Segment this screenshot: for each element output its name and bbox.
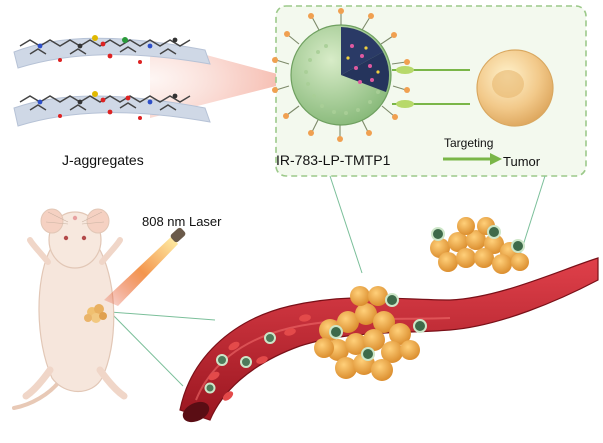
j-aggregate-structures [13,35,300,127]
laser-beam [104,236,178,306]
nanoparticle-label: IR-783-LP-TMTP1 [276,152,391,168]
tumor-label: Tumor [503,154,541,169]
laser-label: 808 nm Laser [142,214,222,229]
red-blood-cells [208,314,311,401]
tumor-cell [476,49,554,127]
laser-device [104,227,186,306]
mouse [12,208,128,410]
targeting-ligands [392,66,470,108]
zoom-connector-lines [109,175,546,387]
nanoparticle-panel [272,5,587,177]
targeting-arrow [443,153,502,165]
targeting-label: Targeting [444,136,494,150]
tumor-mass-upper [430,217,529,274]
circulating-nanoparticles [204,332,276,394]
tumor-mass-lower [314,286,427,381]
mouse-tumor [84,304,107,323]
liposome [272,8,470,142]
blood-vessel [179,257,599,423]
j-aggregates-label: J-aggregates [62,152,144,168]
